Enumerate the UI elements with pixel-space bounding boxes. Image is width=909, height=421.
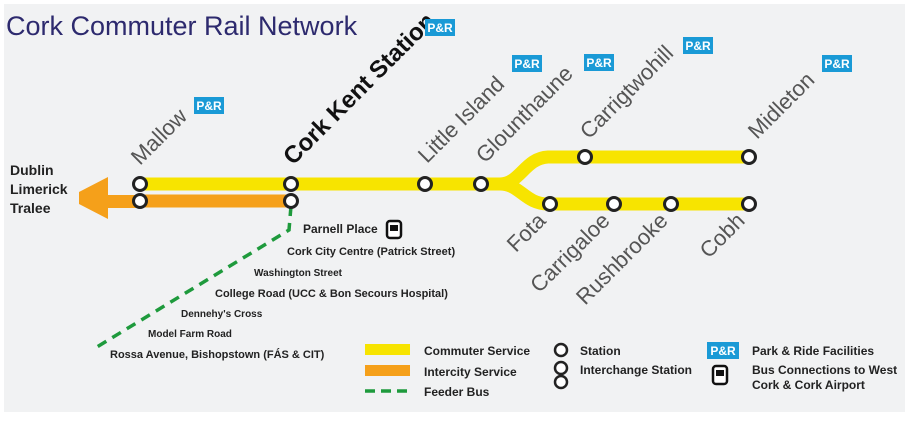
park-ride-badge-little-island: P&R bbox=[512, 55, 542, 72]
feeder-stop-city-centre: Cork City Centre (Patrick Street) bbox=[287, 246, 455, 258]
feeder-stop-rossa-avenue: Rossa Avenue, Bishopstown (FÁS & CIT) bbox=[110, 348, 325, 361]
legend-intercity: Intercity Service bbox=[424, 365, 517, 379]
feeder-stop-parnell-place: Parnell Place bbox=[303, 222, 378, 236]
feeder-bus-line bbox=[91, 205, 293, 352]
destination-dublin: Dublin bbox=[10, 162, 54, 178]
legend-station: Station bbox=[580, 344, 621, 358]
feeder-stop-dennehys-cross: Dennehy's Cross bbox=[181, 309, 263, 320]
intercity-arrow bbox=[79, 177, 108, 219]
legend-swatch-commuter bbox=[365, 344, 410, 355]
interchange-cork-kent[interactable] bbox=[283, 176, 299, 209]
destination-limerick: Limerick bbox=[10, 181, 68, 197]
legend-commuter: Commuter Service bbox=[424, 344, 530, 358]
svg-text:P&R: P&R bbox=[824, 57, 850, 71]
legend-bus-icon bbox=[711, 364, 729, 386]
park-ride-badge-glounthaune: P&R bbox=[584, 54, 614, 71]
svg-text:P&R: P&R bbox=[196, 99, 222, 113]
svg-text:P&R: P&R bbox=[586, 56, 612, 70]
park-ride-badge-cork-kent: P&R bbox=[425, 19, 455, 36]
svg-text:P&R: P&R bbox=[710, 344, 736, 358]
legend-station-icon bbox=[553, 342, 569, 358]
station-carrigtwohill[interactable] bbox=[577, 149, 593, 165]
feeder-stop-model-farm-road: Model Farm Road bbox=[148, 329, 232, 340]
destination-tralee: Tralee bbox=[10, 200, 51, 216]
park-ride-badge-carrigtwohill: P&R bbox=[683, 37, 713, 54]
map-title: Cork Commuter Rail Network bbox=[6, 11, 358, 41]
legend-bus-line2: Cork & Cork Airport bbox=[752, 378, 865, 392]
park-ride-badge-mallow: P&R bbox=[194, 97, 224, 114]
svg-text:P&R: P&R bbox=[514, 57, 540, 71]
park-ride-badge-midleton: P&R bbox=[822, 55, 852, 72]
station-little-island[interactable] bbox=[417, 176, 433, 192]
bus-icon-parnell bbox=[385, 219, 403, 240]
station-rushbrooke[interactable] bbox=[663, 196, 679, 212]
legend-interchange: Interchange Station bbox=[580, 363, 692, 377]
station-glounthaune[interactable] bbox=[473, 176, 489, 192]
feeder-stop-washington-street: Washington Street bbox=[254, 268, 343, 279]
intercity-arrow-shaft bbox=[105, 195, 141, 208]
station-fota[interactable] bbox=[542, 196, 558, 212]
station-cobh[interactable] bbox=[741, 196, 757, 212]
station-carrigaloe[interactable] bbox=[606, 196, 622, 212]
legend-park-ride-badge bbox=[707, 342, 739, 359]
legend-interchange-icon-bottom bbox=[553, 374, 569, 390]
legend-feeder: Feeder Bus bbox=[424, 385, 490, 399]
legend-bus-line1: Bus Connections to West bbox=[752, 363, 897, 377]
legend-park-ride: Park & Ride Facilities bbox=[752, 344, 874, 358]
svg-text:P&R: P&R bbox=[685, 39, 711, 53]
station-midleton[interactable] bbox=[741, 149, 757, 165]
feeder-stop-college-road: College Road (UCC & Bon Secours Hospital… bbox=[215, 288, 448, 300]
svg-text:P&R: P&R bbox=[427, 21, 453, 35]
legend-interchange-icon-top bbox=[553, 360, 569, 376]
interchange-mallow[interactable] bbox=[132, 176, 148, 209]
legend: Commuter Service Intercity Service Feede… bbox=[365, 342, 897, 399]
legend-swatch-intercity bbox=[365, 365, 410, 376]
